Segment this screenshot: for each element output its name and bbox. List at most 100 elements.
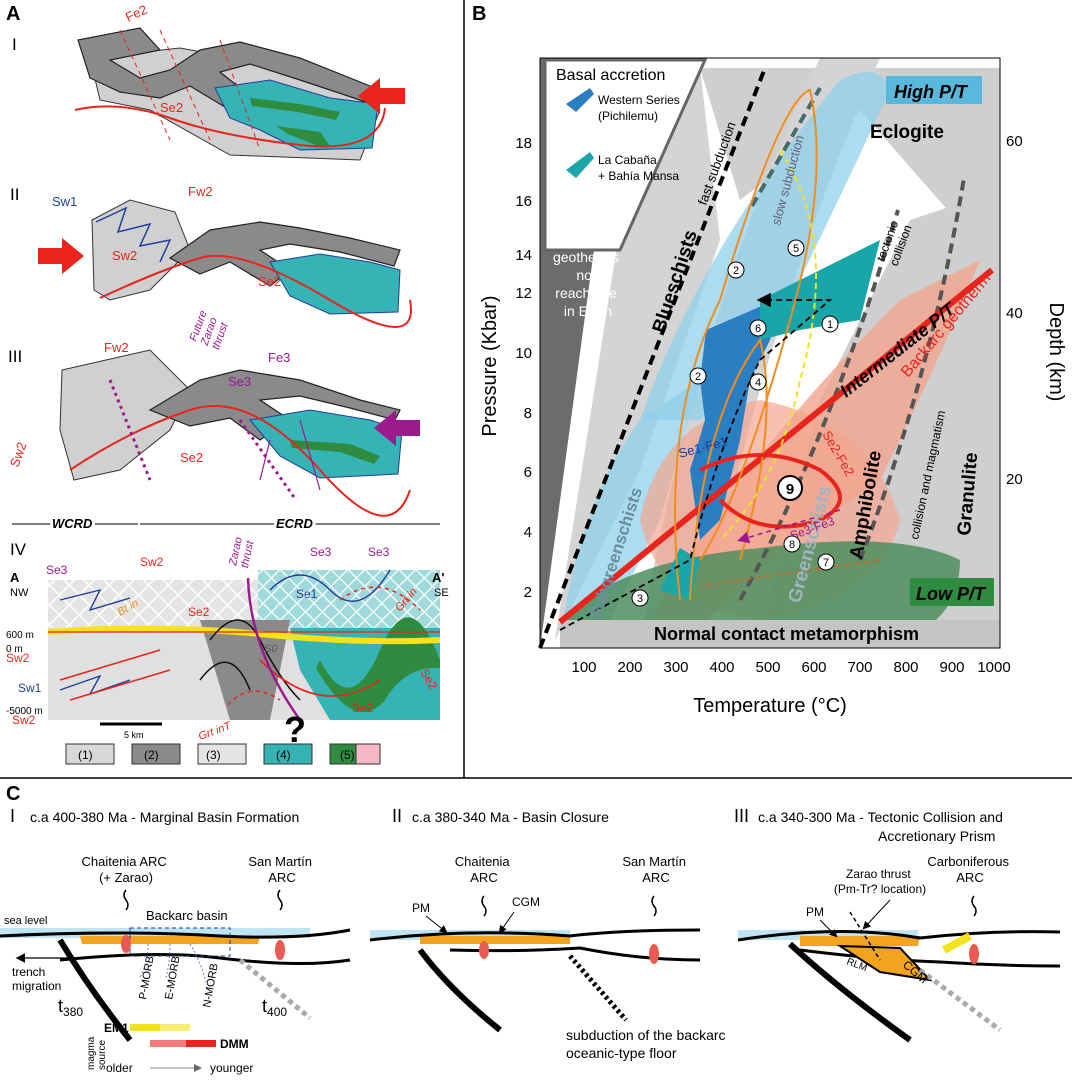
- sw2-label-ii: Sw2: [112, 248, 137, 263]
- panel-b: B Basal accretion: [472, 3, 1067, 717]
- tectonic-collision-line: [738, 209, 900, 601]
- stage-a-i-label: I: [12, 35, 17, 54]
- magma-chamber-i-right: [275, 940, 285, 960]
- chaitenia-arc-zarao-line-1: Chaitenia ARC: [82, 854, 167, 869]
- marker-7-circle: [817, 553, 835, 571]
- e-morb-label: E-MORB: [163, 955, 182, 1000]
- geotherms-line-3: reachable: [555, 285, 617, 301]
- elev-5000-label: -5000 m: [6, 706, 43, 717]
- depth-ticks: 20 40 60: [1006, 133, 1023, 488]
- crust-top-ii: [369, 928, 701, 942]
- zarao-thrust-label-iv: Zarao thrust: [227, 533, 257, 570]
- magenta-fault-lines: [259, 419, 321, 491]
- backarc-basin-label: Backarc basin: [146, 908, 228, 923]
- marker-5-circle: [787, 239, 805, 257]
- blue-fold-ii: [95, 206, 172, 263]
- elev-600-label: 600 m: [6, 630, 34, 641]
- se2-label-iv-a: Se2: [188, 605, 210, 619]
- san-martin-arc-label-i: San Martín ARC: [248, 854, 315, 885]
- eclogite-field: [700, 68, 1000, 270]
- volcano-i-left: [123, 889, 129, 911]
- dmm-bar-dashed: [150, 1040, 186, 1047]
- legend-title: Basal accretion: [556, 67, 665, 84]
- em1-bar-dashed: [160, 1024, 190, 1031]
- y-tick-16: 16: [515, 193, 532, 210]
- legend-western-line-1: Western Series: [598, 93, 680, 107]
- cgm-pointer-ii: [498, 911, 515, 934]
- x-tick-200: 200: [617, 659, 642, 676]
- sea-water-iii: [738, 930, 918, 940]
- marker-5: 5: [793, 243, 799, 255]
- y-tick-12: 12: [515, 285, 532, 302]
- marker-4: 4: [755, 377, 761, 389]
- se2-label-iv-c: Se2: [352, 701, 374, 715]
- sw1-label: Sw1: [52, 194, 77, 209]
- carboniferous-arc-line-2: ARC: [956, 870, 983, 885]
- chaitenia-arc-zarao-label: Chaitenia ARC (+ Zarao): [82, 854, 171, 885]
- grey-light-unit-iii: [59, 349, 191, 481]
- y-axis-label: Pressure (Kbar): [479, 295, 501, 436]
- fe3-label-iii: Fe3: [268, 350, 290, 365]
- zarao-thrust-location-label: Zarao thrust (Pm-Tr? location): [834, 867, 926, 896]
- legend-western-series: Western Series (Pichilemu): [598, 93, 683, 123]
- legend-cabana-line-1: La Cabaña: [598, 153, 657, 167]
- orange-pt-path-1: [674, 88, 818, 601]
- gray-dashed-slab-iii: [918, 968, 1002, 1032]
- morb-arrows: [139, 943, 207, 983]
- panel-a-legend: (1) (2) (3) (4) (5): [65, 743, 381, 765]
- fast-subduction-line: [538, 67, 767, 649]
- geotherms-line-2: not: [576, 267, 596, 283]
- stage-a-iv: IV WCRD ECRD Zarao thrust A NW A': [6, 513, 449, 750]
- crust-top-iii: [737, 930, 1061, 942]
- legend-cabana-line-2: + Bahía Mansa: [598, 169, 679, 183]
- panel-c-letter: C: [6, 783, 20, 805]
- magma-chamber-iii: [969, 944, 979, 964]
- section-dark-fold: [200, 620, 290, 720]
- wcrd-label: WCRD: [52, 516, 93, 531]
- red-thrust: [74, 105, 386, 148]
- trench-migration-line-2: migration: [12, 979, 61, 993]
- san-martin-arc-i-line-1: San Martín: [248, 854, 312, 869]
- marker-1-circle: [821, 315, 839, 333]
- backarc-box-i: [129, 927, 231, 957]
- orange-sediment-iii: [800, 936, 920, 946]
- ecrd-label: ECRD: [276, 516, 313, 531]
- younger-label: younger: [210, 1061, 253, 1075]
- se3-label-iii: Se3: [228, 374, 251, 389]
- pm-pointer-iii: [819, 919, 838, 938]
- dmm-bar: [186, 1040, 216, 1047]
- grt-in-t-label: Grt inT: [197, 720, 234, 743]
- em1-bar: [130, 1024, 160, 1031]
- legend-box-4: [263, 743, 313, 765]
- stage-a-i: I Fe2 Se2: [12, 2, 405, 161]
- slab-i: [57, 938, 133, 1042]
- blue-arrow-icon: [566, 88, 594, 112]
- y-tick-2: 2: [524, 584, 532, 601]
- red-compression-arrow: [358, 78, 405, 114]
- panel-c: C I c.a 400-380 Ma - Marginal Basin Form…: [0, 783, 1061, 1075]
- crust-top-i: [0, 928, 351, 939]
- carboniferous-arc-line-1: Carboniferous: [927, 854, 1009, 869]
- backarc-floor-subduction: [568, 954, 628, 1022]
- low-pt-badge: [910, 578, 994, 606]
- stage-c-iii-title-line-1: c.a 340-300 Ma - Tectonic Collision and: [758, 809, 1003, 825]
- marker-2a: 2: [733, 265, 739, 277]
- magma-chamber-ii-left: [479, 941, 489, 959]
- marker-6: 6: [755, 323, 761, 335]
- marker-8: 8: [789, 539, 795, 551]
- san-martin-arc-i-line-2: ARC: [268, 870, 295, 885]
- x-tick-300: 300: [663, 659, 688, 676]
- chaitenia-arc-line-1: Chaitenia: [455, 854, 511, 869]
- contact-label: Normal contact metamorphism: [654, 624, 919, 644]
- stage-c-iii: Zarao thrust (Pm-Tr? location) Carbonife…: [737, 854, 1061, 1043]
- path-markers: 1 2 2 3 4 5 6 7 8 9: [631, 239, 839, 607]
- se2-label-ii: Se2: [258, 274, 281, 289]
- se2-label-iii: Se2: [180, 450, 203, 465]
- question-mark-iv: ?: [284, 709, 306, 750]
- marker-8-circle: [783, 535, 801, 553]
- stage-c-iii-title-line-2: Accretionary Prism: [878, 828, 995, 844]
- black-dashed-path: [559, 292, 833, 631]
- p-morb-label: P-MORB: [137, 955, 156, 1000]
- subduction-backarc-line-1: subduction of the backarc: [566, 1027, 726, 1043]
